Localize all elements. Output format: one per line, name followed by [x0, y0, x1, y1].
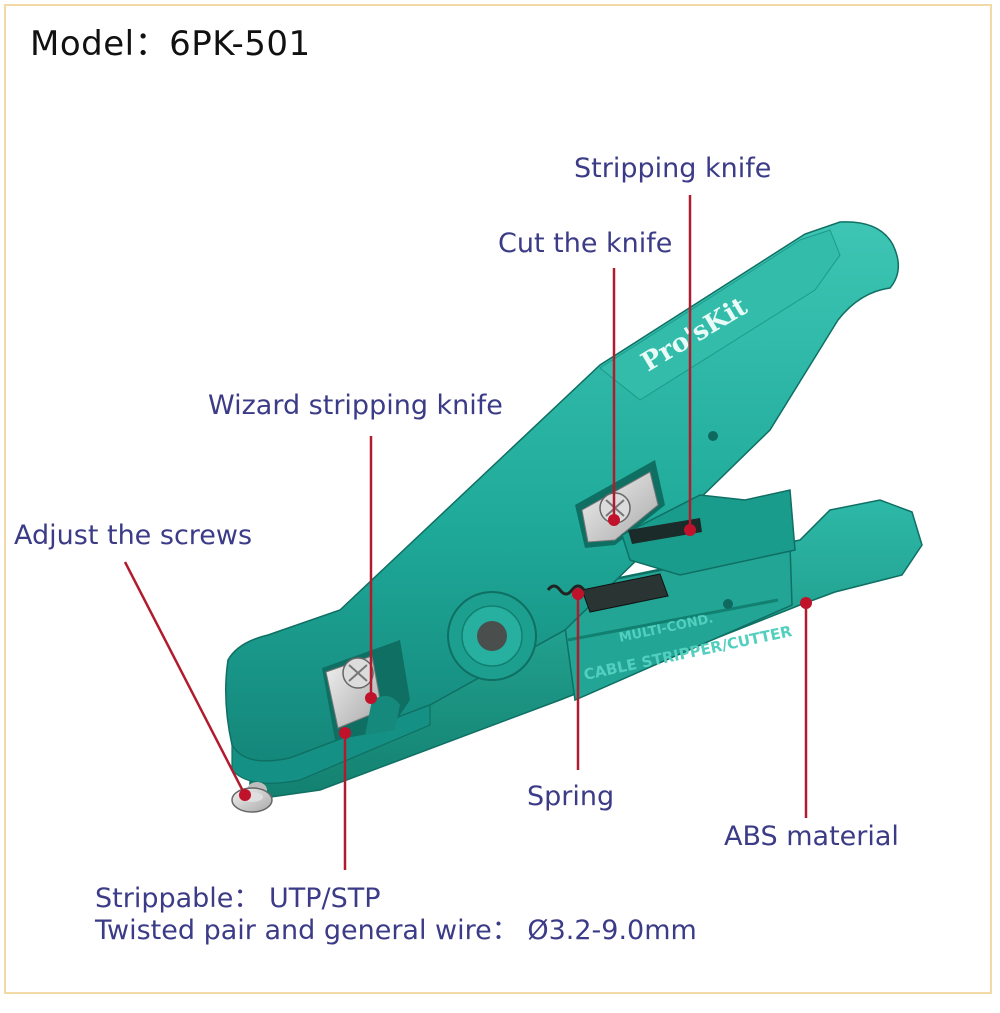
label-strippable: Strippable： UTP/STP — [95, 883, 381, 914]
dot-spring — [572, 588, 584, 600]
front-notch — [365, 696, 400, 735]
spring-slot-blade — [581, 573, 669, 613]
stripping-knife-slot — [628, 518, 702, 544]
dot-wizard-knife — [365, 692, 377, 704]
leader-adjust-screws — [123, 561, 247, 796]
spring-coil — [546, 584, 586, 596]
dot-cut-knife — [608, 514, 620, 526]
dot-abs — [800, 597, 812, 609]
dot-strippable — [339, 727, 351, 739]
image-border — [4, 4, 992, 994]
base-hole — [723, 599, 733, 609]
label-wizard-knife: Wizard stripping knife — [208, 390, 503, 421]
dot-adjust-screws — [239, 789, 251, 801]
pivot-pin — [477, 621, 507, 651]
label-stripping-knife: Stripping knife — [574, 153, 772, 184]
model-title: Model：6PK-501 — [30, 24, 311, 64]
stripping-knife-block — [621, 489, 796, 576]
dot-stripping-knife — [684, 524, 696, 536]
leader-lines — [123, 195, 808, 870]
label-adjust-screws: Adjust the screws — [14, 520, 253, 551]
base-slot — [567, 598, 779, 642]
label-spring: Spring — [527, 781, 615, 812]
grip-ridge — [599, 229, 841, 401]
label-cut-knife: Cut the knife — [498, 228, 673, 259]
label-abs-material: ABS material — [724, 821, 899, 852]
grip-hole — [708, 431, 718, 441]
label-twisted-pair: Twisted pair and general wire： Ø3.2-9.0m… — [95, 915, 697, 946]
leader-dots — [239, 514, 812, 801]
